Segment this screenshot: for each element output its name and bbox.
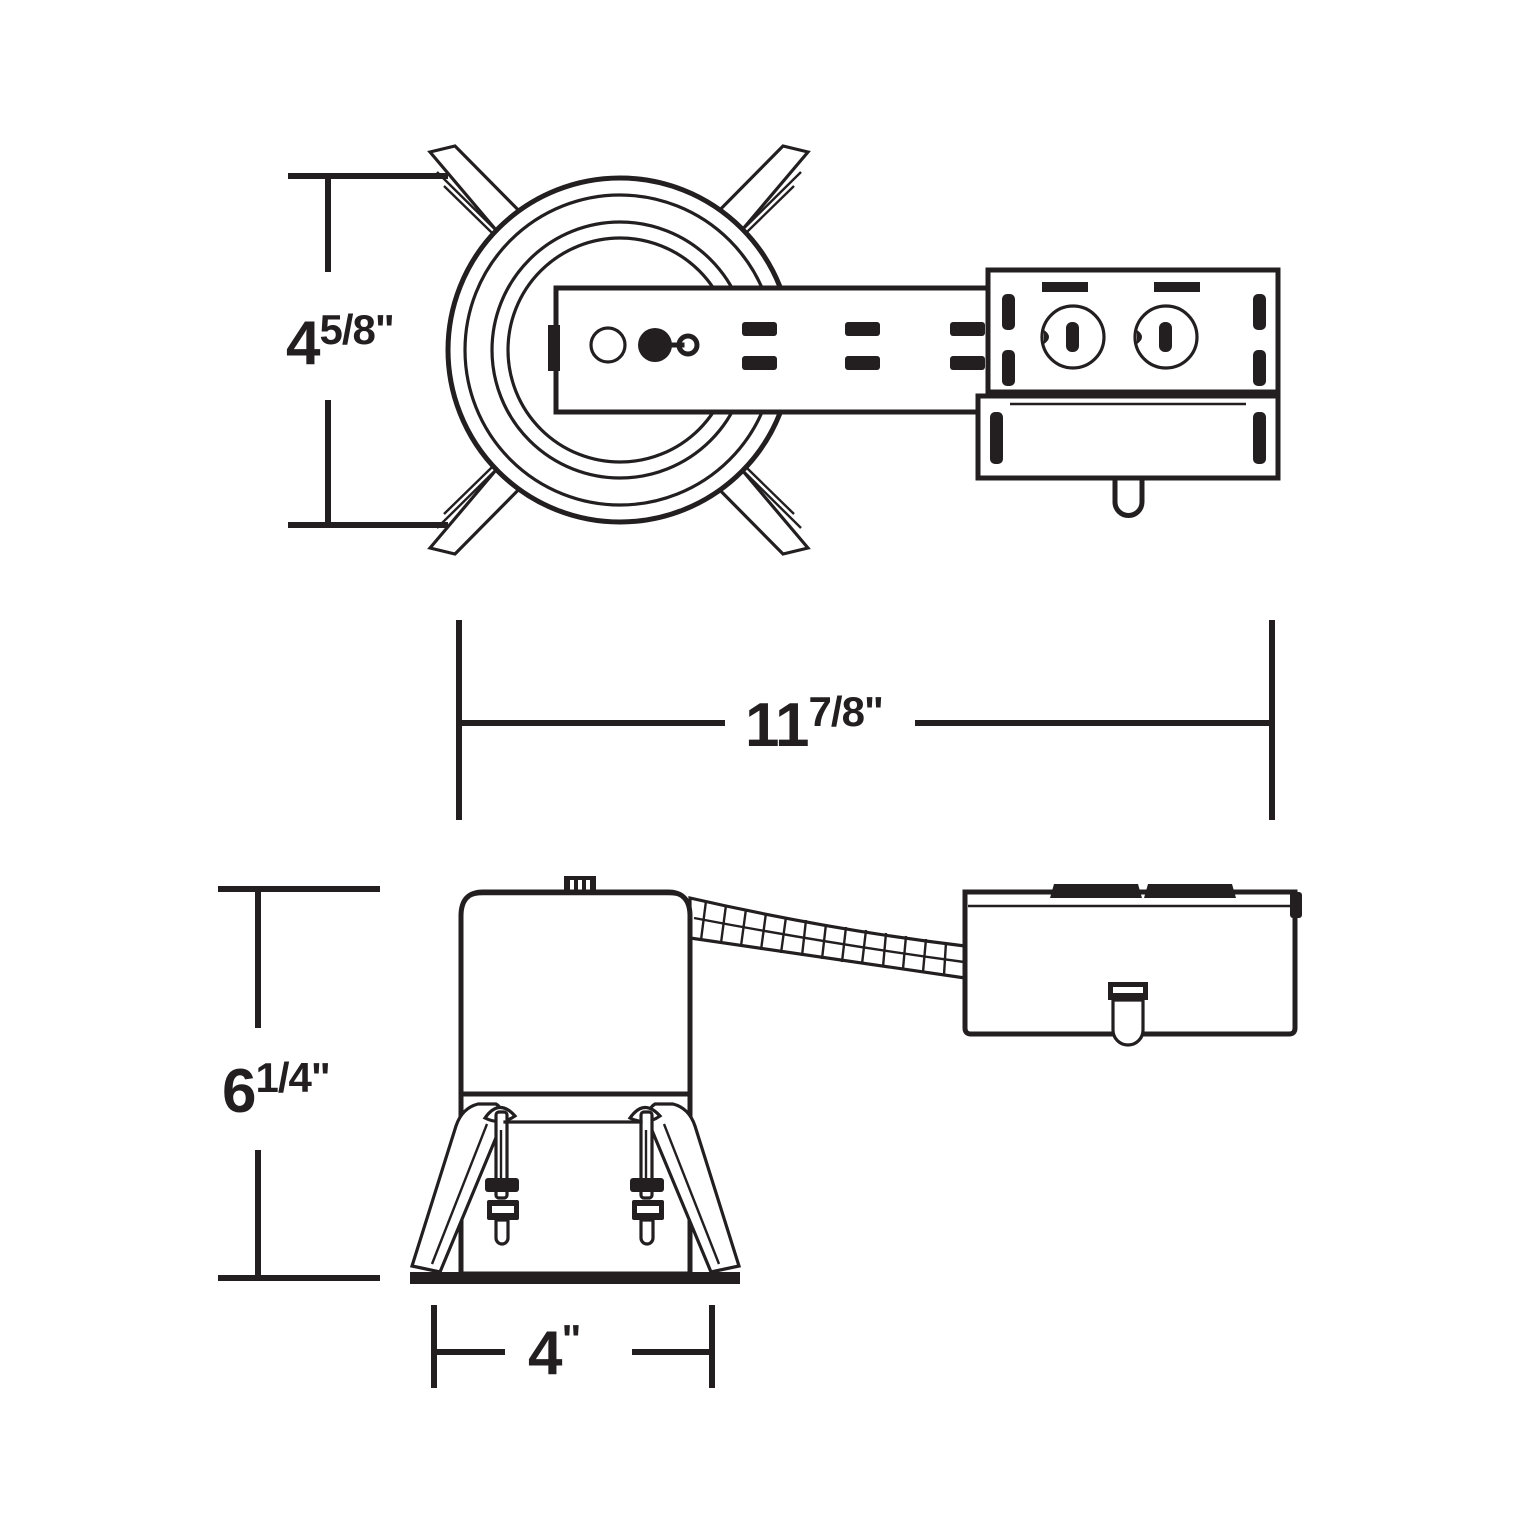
dimension-11-7-8: 117/8": [456, 620, 1275, 820]
can-top-clip: [564, 876, 596, 892]
flange-bar: [410, 1272, 740, 1284]
bar-hole: [589, 326, 627, 364]
bar-slot: [742, 356, 777, 370]
spring-foot-slot: [492, 1206, 514, 1213]
dimension-label-4-5-8: 45/8": [286, 306, 394, 378]
dimension-4-inch: 4": [431, 1305, 715, 1388]
leg-edge: [662, 1123, 721, 1265]
box-top-tab: [1042, 282, 1088, 292]
mounting-plate-bar: [548, 285, 1003, 415]
box-top-tab: [1144, 884, 1236, 898]
side-view: 61/4": [218, 876, 1302, 1284]
circular-knockout: [1133, 304, 1199, 370]
spring-tip: [639, 1218, 655, 1246]
bar-slot: [950, 322, 985, 336]
spring-tip: [494, 1218, 510, 1246]
junction-box-body: [985, 267, 1281, 395]
dimension-label-4-inch: 4": [528, 1316, 580, 1388]
cover-slot: [990, 412, 1003, 464]
bar-left-tab: [548, 325, 560, 371]
junction-box-body: [962, 889, 1298, 1037]
box-corner-slot: [1002, 294, 1015, 330]
bar-slot: [845, 356, 880, 370]
top-view: 45/8": [286, 144, 1281, 556]
fastener-head: [638, 328, 672, 362]
leg-edge: [430, 1123, 489, 1265]
box-top-tab: [1050, 884, 1142, 898]
can-top-seam: [461, 892, 692, 907]
junction-box-cover: [975, 393, 1281, 481]
box-top-tab: [1154, 282, 1200, 292]
spring-foot-slot: [637, 1206, 659, 1213]
cable-connector: [1108, 982, 1148, 1047]
junction-box-elevation: [962, 884, 1302, 1047]
spring-crossbar: [485, 1178, 519, 1192]
dimension-6-1-4: 61/4": [218, 886, 380, 1281]
bar-slot: [950, 356, 985, 370]
dimension-label-11-7-8: 117/8": [745, 688, 883, 760]
flexible-armored-conduit: [688, 895, 967, 980]
fastener-loop: [676, 333, 700, 357]
junction-box-plan: [975, 267, 1281, 518]
spring-crossbar: [630, 1178, 664, 1192]
can-body: [458, 889, 693, 1097]
box-corner-slot: [1253, 294, 1266, 330]
cover-slot: [1253, 412, 1266, 464]
trim-flange: [410, 1272, 740, 1284]
box-corner-slot: [1002, 350, 1015, 386]
bar-slot: [742, 322, 777, 336]
bar-slot: [845, 322, 880, 336]
circular-knockout: [1040, 304, 1106, 370]
socket-bracket-springs: [482, 1105, 664, 1246]
dimension-label-6-1-4: 61/4": [222, 1054, 330, 1126]
socket-bracket-spring: [627, 1105, 664, 1246]
box-side-tab: [1290, 892, 1302, 918]
dimension-4-5-8: 45/8": [286, 173, 448, 528]
box-corner-slot: [1253, 350, 1266, 386]
conduit-center-line: [693, 916, 965, 964]
socket-bracket-spring: [482, 1105, 519, 1246]
cable-connector: [1112, 475, 1145, 518]
